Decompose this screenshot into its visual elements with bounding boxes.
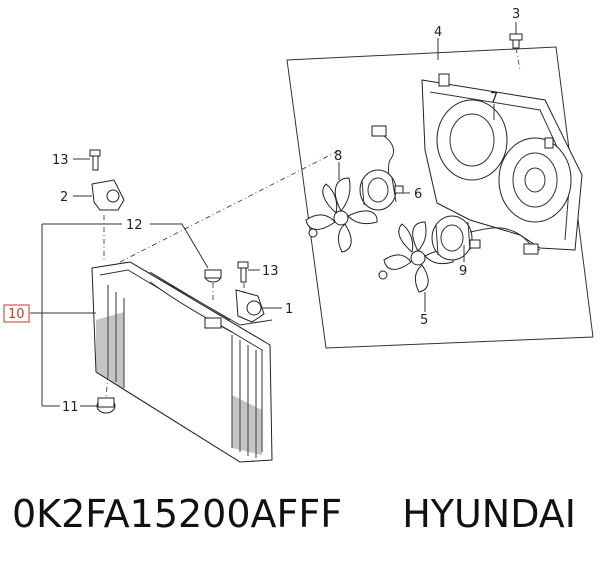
bracket-item-2 [89,149,125,211]
callout-6: 6 [414,187,422,202]
part-caption: 0K2FA15200AFFF HYUNDAI [12,492,592,544]
brand-name: HYUNDAI [402,492,577,536]
bracket-item-1 [235,261,265,323]
motor-lower [431,215,541,261]
callout-4: 4 [434,25,442,40]
callout-9: 9 [459,264,467,279]
callout-1: 1 [285,302,293,317]
lower-mount-11 [96,397,116,414]
radiator [91,261,273,463]
alignment-line [105,374,109,399]
callout-12: 12 [126,218,143,233]
leader-12 [104,223,209,269]
fan-blade-lower [378,221,454,293]
fan-shroud [421,73,583,251]
alignment-line [515,47,521,71]
callout-7: 7 [490,91,498,106]
callout-5: 5 [420,313,428,328]
callout-3: 3 [512,7,520,22]
callout-11: 11 [62,400,79,415]
leader-10-bracket [41,223,104,407]
fan-blade-upper [305,177,378,253]
upper-mount-12 [204,269,222,283]
alignment-line [119,149,341,263]
callout-2: 2 [60,190,68,205]
callout-13-right: 13 [262,264,279,279]
fan-assembly-panel [286,46,594,349]
motor-upper [359,125,404,211]
callout-8: 8 [334,149,342,164]
callout-13-left: 13 [52,153,69,168]
part-number: 0K2FA15200AFFF [12,492,343,536]
callout-10-box [3,304,30,323]
bolt-item-3 [509,33,523,49]
callout-10: 10 [8,307,25,322]
